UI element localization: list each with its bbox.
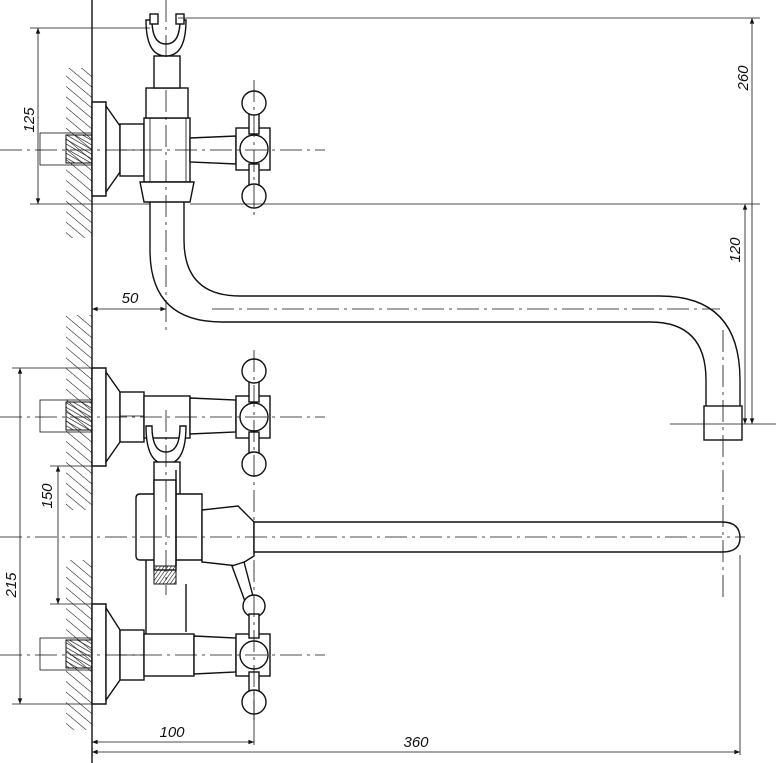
dim-260: 260 bbox=[735, 65, 752, 92]
dim-150: 150 bbox=[39, 483, 56, 509]
dim-120: 120 bbox=[727, 237, 744, 263]
dim-50: 50 bbox=[122, 290, 139, 307]
dimension-labels: 260 120 125 50 150 215 100 360 bbox=[3, 65, 752, 751]
dim-100: 100 bbox=[159, 724, 185, 741]
center-lines bbox=[0, 80, 745, 720]
dim-215: 215 bbox=[3, 572, 20, 599]
dimension-lines bbox=[12, 17, 776, 755]
dim-360: 360 bbox=[403, 734, 429, 751]
dim-125: 125 bbox=[21, 107, 38, 133]
lower-mixer bbox=[39, 358, 741, 715]
